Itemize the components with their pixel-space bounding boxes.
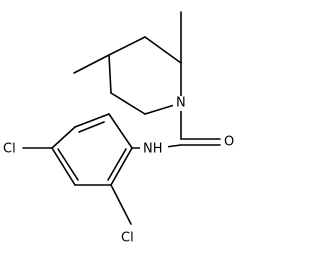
bond-ar-c3-c4 — [51, 126, 76, 149]
ortho-chlorine-label-background — [119, 229, 141, 245]
bond-ring-c3-c4 — [108, 36, 146, 56]
oxygen-label-background — [221, 135, 237, 150]
bond-ar-c1-c2 — [108, 113, 133, 149]
oxygen-label: O — [224, 135, 234, 150]
bond-ar-c2-c3 — [74, 113, 110, 128]
ring-nitrogen-label: N — [176, 96, 186, 111]
amide-nh-label-background — [140, 141, 168, 156]
bond-ring-c2-c3 — [144, 36, 182, 64]
aromatic-inner-bond-3 — [107, 148, 127, 181]
amide-nh-label: NH — [143, 142, 163, 157]
piperidine-ring — [108, 36, 182, 115]
molecule-structure: N O NH Cl Cl — [0, 11, 237, 246]
bond-ring-c5-c6 — [110, 92, 146, 115]
bond-cl-ortho — [110, 184, 132, 225]
benzene-ring — [51, 113, 133, 186]
ring-nitrogen-label-background — [173, 96, 190, 111]
para-chlorine-label: Cl — [3, 142, 16, 157]
aromatic-inner-bond-2 — [57, 148, 79, 181]
ortho-chlorine-label: Cl — [121, 231, 134, 246]
bond-ring-c4-c5 — [108, 54, 112, 94]
para-chlorine-label-background — [0, 141, 21, 156]
aromatic-inner-bond-1 — [78, 121, 105, 133]
bond-ar-c4-c5 — [51, 147, 76, 186]
bond-ar-c6-c1 — [110, 147, 133, 186]
methyl-bond-left — [73, 54, 110, 74]
